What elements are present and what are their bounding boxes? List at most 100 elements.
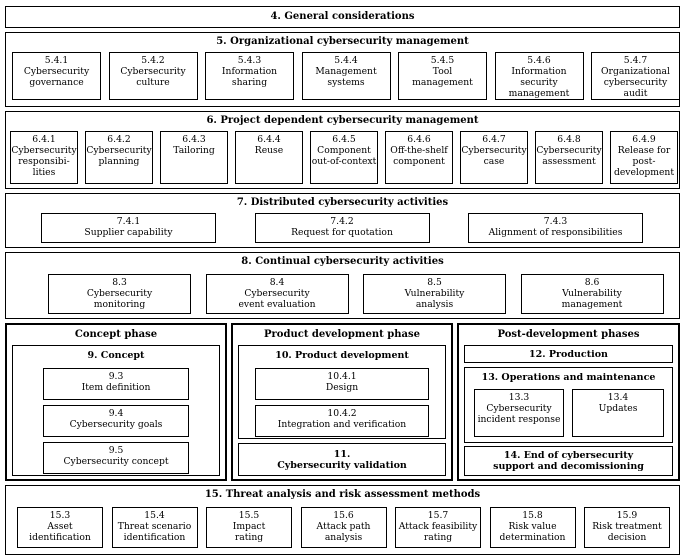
- project-item-number: 6.4.6: [407, 134, 431, 145]
- tara-item-label: Threat scenario identification: [117, 521, 192, 543]
- project-item-number: 6.4.8: [557, 134, 581, 145]
- org-item-label: Tool management: [412, 66, 473, 88]
- distributed-item-label: Alignment of responsibilities: [488, 227, 623, 238]
- project-item-label: Release for post- development: [613, 145, 675, 178]
- tara-title: 15. Threat analysis and risk assessment …: [204, 489, 481, 500]
- post-phase-title: Post-development phases: [497, 329, 640, 340]
- project-item-label: Cybersecurity responsibi- lities: [11, 145, 77, 178]
- tara-item-number: 15.8: [522, 510, 543, 521]
- product-phase-box: Product development phase 10. Product de…: [231, 323, 453, 481]
- product-design: 10.4.1 Design: [255, 368, 429, 400]
- distributed-item-label: Request for quotation: [291, 227, 393, 238]
- org-item-label: Organizational cybersecurity audit: [601, 66, 670, 99]
- continual-item-number: 8.4: [269, 277, 285, 288]
- org-item-number: 5.4.4: [334, 55, 358, 66]
- project-item-label: Cybersecurity planning: [86, 145, 152, 167]
- tara-item-number: 15.6: [333, 510, 354, 521]
- operations-title: 13. Operations and maintenance: [481, 372, 656, 383]
- continual-activities-title: 8. Continual cybersecurity activities: [241, 256, 444, 267]
- distributed-activities-title: 7. Distributed cybersecurity activities: [236, 197, 449, 208]
- tara-box: 15. Threat analysis and risk assessment …: [5, 485, 680, 555]
- distributed-activities-box: 7. Distributed cybersecurity activities …: [5, 193, 680, 248]
- continual-item-number: 8.6: [584, 277, 600, 288]
- project-item-number: 6.4.3: [182, 134, 206, 145]
- concept-phase-title: Concept phase: [74, 329, 158, 340]
- tara-item-number: 15.5: [238, 510, 260, 521]
- ops-updates: 13.4 Updates: [572, 389, 664, 437]
- tara-item-number: 15.4: [144, 510, 165, 521]
- project-item-number: 6.4.2: [107, 134, 131, 145]
- project-item-number: 6.4.7: [482, 134, 506, 145]
- org-item-label: Management systems: [315, 66, 377, 88]
- concept-cybersecurity-goals: 9.4 Cybersecurity goals: [43, 405, 189, 437]
- product-group-title: 10. Product development: [275, 350, 409, 361]
- production-title: 12. Production: [529, 349, 608, 360]
- org-item-label: Cybersecurity governance: [23, 66, 90, 88]
- project-item-number: 6.4.5: [332, 134, 356, 145]
- continual-item-label: Vulnerability analysis: [404, 288, 465, 310]
- concept-item-definition: 9.3 Item definition: [43, 368, 189, 400]
- distributed-item-number: 7.4.1: [116, 216, 141, 227]
- tara-item-label: Asset identification: [29, 521, 91, 543]
- tara-item-label: Attack path analysis: [316, 521, 371, 543]
- project-management-title: 6. Project dependent cybersecurity manag…: [206, 115, 479, 126]
- cybersecurity-validation-box: 11. Cybersecurity validation: [238, 443, 446, 476]
- project-item-label: Cybersecurity case: [461, 145, 527, 167]
- project-item-label: Reuse: [254, 145, 284, 156]
- product-integration-verification: 10.4.2 Integration and verification: [255, 405, 429, 437]
- continual-item-number: 8.5: [427, 277, 442, 288]
- project-item-label: Tailoring: [173, 145, 215, 156]
- org-item-number: 5.4.6: [527, 55, 551, 66]
- tara-item-number: 15.7: [427, 510, 449, 521]
- project-item-label: Cybersecurity assessment: [536, 145, 602, 167]
- post-phase-box: Post-development phases 12. Production 1…: [457, 323, 680, 481]
- project-management-box: 6. Project dependent cybersecurity manag…: [5, 111, 680, 189]
- distributed-item-number: 7.4.2: [330, 216, 354, 227]
- continual-activities-box: 8. Continual cybersecurity activities 8.…: [5, 252, 680, 319]
- tara-item-label: Risk treatment decision: [592, 521, 662, 543]
- org-item-label: Information sharing: [221, 66, 278, 88]
- concept-group-box: 9. Concept 9.3 Item definition 9.4 Cyber…: [12, 345, 220, 476]
- continual-item-label: Cybersecurity event evaluation: [238, 288, 316, 310]
- end-of-support-title: 14. End of cybersecurity support and dec…: [493, 450, 644, 472]
- tara-item-number: 15.9: [616, 510, 638, 521]
- project-item-number: 6.4.4: [257, 134, 281, 145]
- org-management-title: 5. Organizational cybersecurity manageme…: [216, 36, 469, 47]
- concept-phase-box: Concept phase 9. Concept 9.3 Item defini…: [5, 323, 227, 481]
- org-item-number: 5.4.7: [623, 55, 648, 66]
- ops-incident-response: 13.3 Cybersecurity incident response: [474, 389, 564, 437]
- org-item-label: Information security management: [508, 66, 570, 99]
- cybersecurity-validation-title: 11. Cybersecurity validation: [277, 449, 407, 471]
- project-item-number: 6.4.9: [632, 134, 656, 145]
- general-considerations-box: 4. General considerations: [5, 6, 680, 28]
- org-item-number: 5.4.3: [237, 55, 262, 66]
- general-considerations-title: 4. General considerations: [270, 11, 415, 22]
- operations-box: 13. Operations and maintenance 13.3 Cybe…: [464, 367, 673, 443]
